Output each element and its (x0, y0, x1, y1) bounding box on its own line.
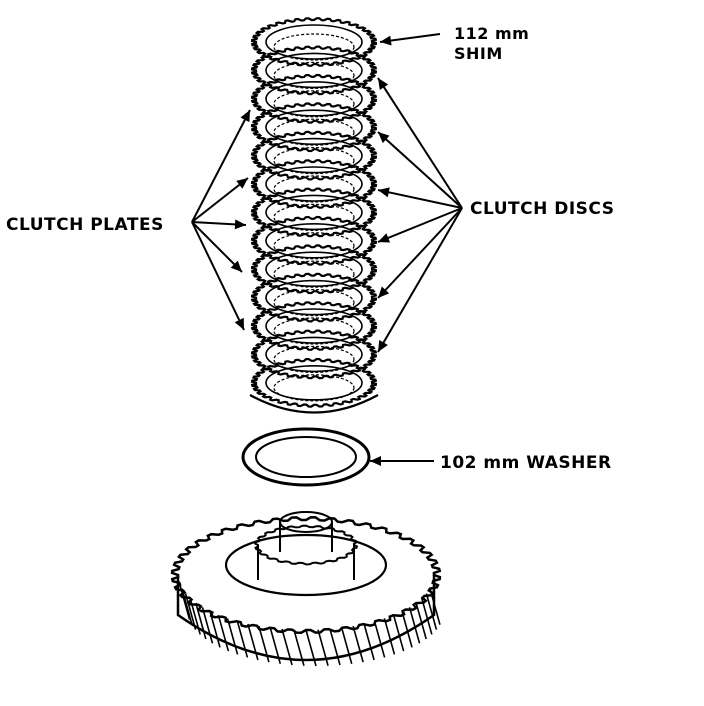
clutch-stack (249, 17, 379, 414)
clutch-ring (250, 215, 378, 266)
gear-tooth (392, 614, 405, 652)
shim-size-text: 112 mm (454, 24, 530, 43)
leader-arrow (377, 207, 463, 243)
clutch-ring (250, 159, 378, 209)
gear-tooth (281, 628, 293, 666)
gear-tooth (195, 602, 207, 640)
gear-tooth (236, 621, 249, 658)
gear-tooth (178, 583, 191, 620)
shim-label: 112 mm SHIM (454, 24, 529, 64)
clutch-ring (250, 73, 378, 124)
gear-tooth (209, 611, 221, 648)
clutch-ring (250, 272, 378, 323)
leader-arrow (191, 221, 243, 273)
washer-ring (241, 427, 371, 487)
leader-arrow (377, 207, 463, 353)
gear-tooth (425, 593, 438, 630)
leader-arrow (370, 456, 434, 466)
leader-arrow (191, 221, 245, 331)
gear-tooth (247, 623, 259, 661)
shim-name-text: SHIM (454, 44, 503, 63)
stack-bottom-edge (249, 394, 379, 414)
gear-tooth (184, 593, 197, 630)
hub-bore-wall (279, 522, 333, 552)
leader-arrow (191, 109, 251, 223)
leader-arrow (191, 219, 247, 230)
gear-tooth (421, 598, 433, 635)
clutch-discs-label: CLUTCH DISCS (470, 199, 615, 219)
leader-arrow (379, 33, 441, 46)
leader-arrow (377, 187, 463, 209)
gear-tooth (181, 588, 193, 625)
gear-tooth (329, 628, 341, 666)
gear-hub (170, 511, 442, 667)
clutch-ring (250, 357, 378, 408)
washer-label: 102 mm WASHER (440, 453, 612, 473)
leader-arrows (191, 33, 463, 466)
gear-tooth (317, 629, 329, 666)
gear-tooth (201, 607, 214, 644)
clutch-plates-label: CLUTCH PLATES (6, 215, 164, 235)
clutch-ring (250, 244, 378, 295)
clutch-ring (250, 45, 378, 96)
gear-side (176, 575, 436, 662)
clutch-ring (250, 102, 378, 153)
gear-tooth (401, 611, 413, 648)
leader-arrow (377, 207, 463, 299)
gear-tooth (305, 629, 317, 667)
leader-arrow (191, 177, 249, 223)
gear-tooth (363, 623, 375, 661)
gear-tooth (352, 625, 364, 663)
gear-tooth (258, 625, 270, 663)
clutch-ring (250, 187, 378, 238)
clutch-ring (250, 301, 378, 351)
gear-tooth (269, 627, 282, 665)
gear-tooth (373, 621, 386, 658)
gear-tooth (189, 598, 201, 635)
clutch-ring (250, 329, 378, 380)
hub-bore (279, 511, 333, 533)
gear-tooth (383, 618, 396, 655)
clutch-ring (250, 17, 378, 67)
gear-tooth (217, 614, 230, 652)
gear-tooth (429, 588, 441, 625)
leader-arrow (377, 77, 463, 209)
gear-tooth (340, 627, 353, 665)
leader-arrow (377, 131, 463, 209)
gear-tooth (293, 629, 305, 666)
gear-tooth (408, 607, 421, 644)
gear-tooth (415, 602, 427, 640)
gear-tooth (226, 618, 239, 655)
hub-ring (224, 533, 388, 597)
clutch-ring (250, 130, 378, 181)
hub-side (257, 545, 355, 580)
